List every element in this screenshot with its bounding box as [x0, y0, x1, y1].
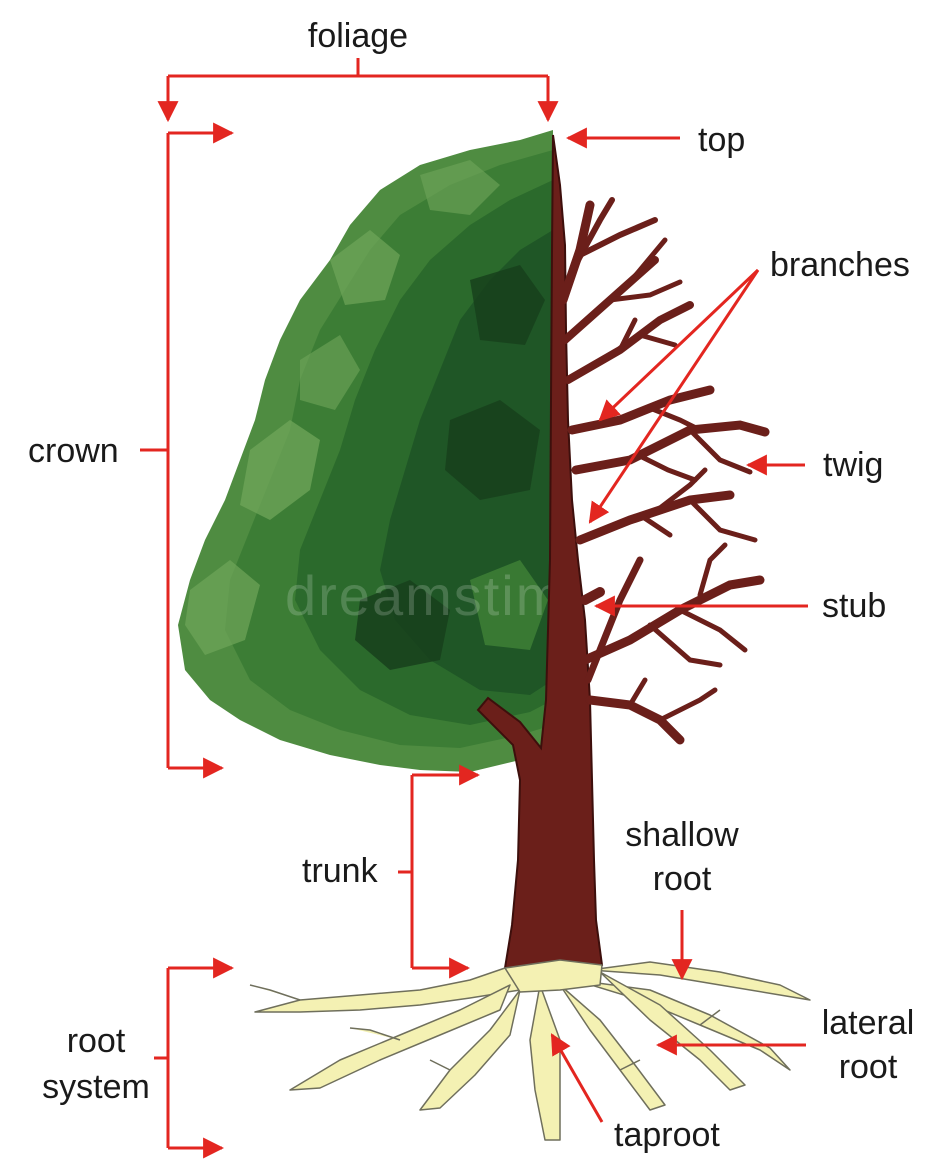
label-crown: crown: [28, 432, 119, 470]
label-lateral-root-line1: lateral: [822, 1004, 915, 1042]
crown-bracket: [140, 133, 168, 768]
label-root-system-line2: system: [42, 1068, 150, 1106]
foliage-bracket: [168, 58, 548, 76]
label-taproot: taproot: [614, 1116, 720, 1154]
label-stub: stub: [822, 587, 886, 625]
label-shallow-root-line1: shallow: [625, 816, 739, 854]
label-trunk: trunk: [302, 852, 379, 890]
label-root-system-line1: root: [67, 1022, 126, 1060]
root-system: [250, 960, 810, 1140]
label-foliage: foliage: [308, 17, 408, 55]
trunk-bracket: [398, 775, 412, 968]
label-branches: branches: [770, 246, 910, 284]
branches-arrow-2: [590, 270, 758, 522]
label-lateral-root-line2: root: [839, 1048, 898, 1086]
label-top: top: [698, 121, 745, 159]
label-shallow-root-line2: root: [653, 860, 712, 898]
label-twig: twig: [823, 446, 883, 484]
tree-foliage: [178, 130, 553, 772]
root-system-bracket: [154, 968, 168, 1148]
